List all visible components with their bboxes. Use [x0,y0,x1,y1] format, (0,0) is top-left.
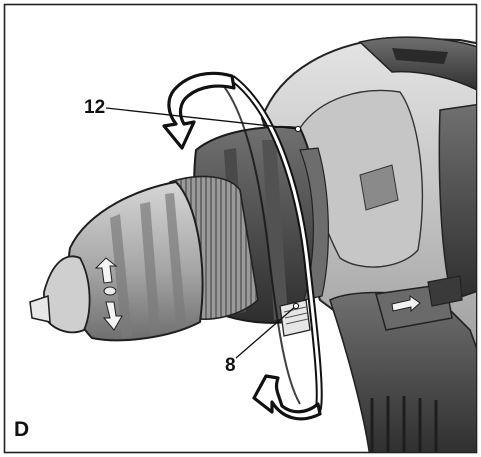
chuck-lock-arrow-icon [94,257,118,284]
rotation-arrow-counterclockwise-icon [252,374,322,421]
forward-reverse-switch-arrow-icon [391,295,421,313]
chuck-unlock-arrow-icon [102,301,123,331]
leader-line-12 [105,107,299,130]
callout-label-8: 8 [225,355,236,376]
rotation-arrow-clockwise-icon [162,71,236,150]
leader-line-8 [235,305,297,359]
panel-letter: D [14,418,30,441]
chuck-body [29,180,204,342]
callout-label-12: 12 [84,97,106,118]
torque-ring-indicator [279,299,311,337]
drill-housing [260,36,476,452]
